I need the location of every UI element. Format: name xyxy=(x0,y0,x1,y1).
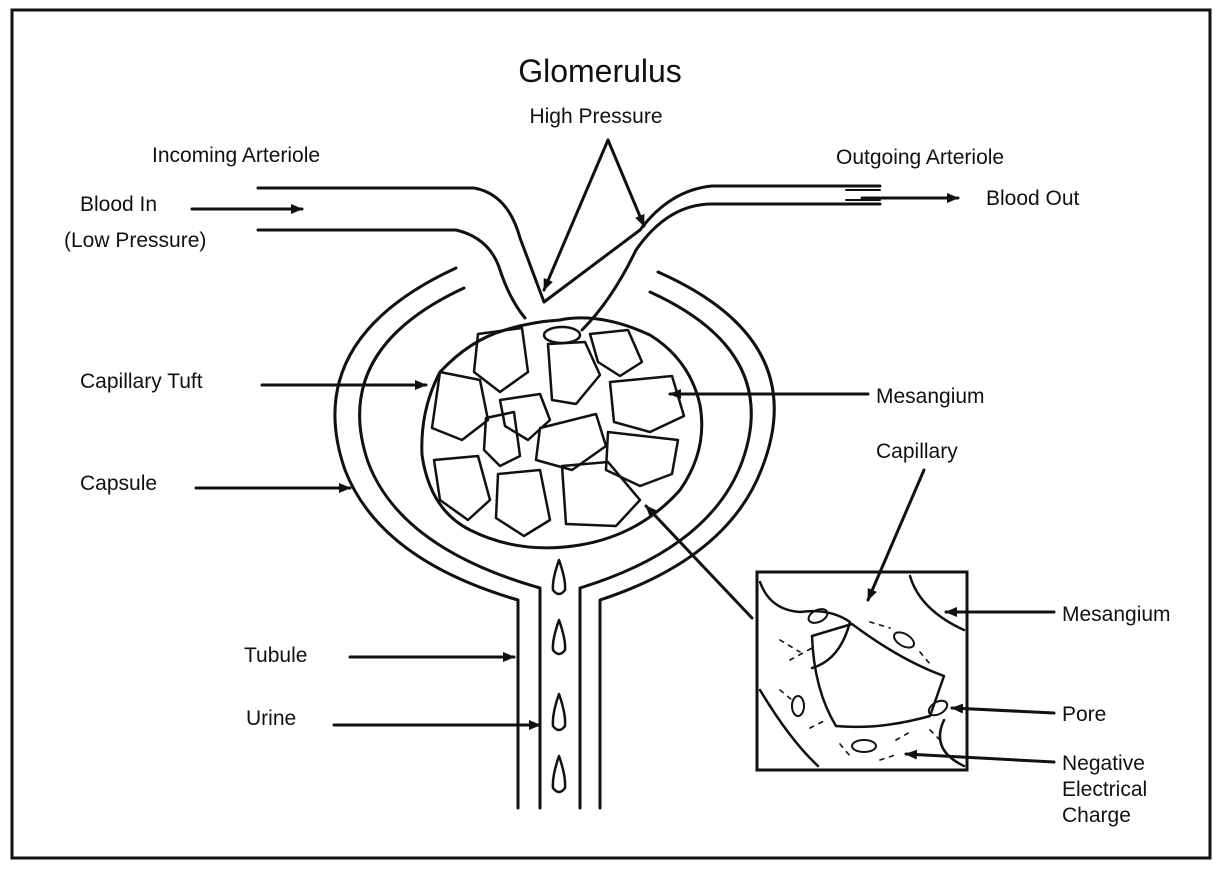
label-low-pressure: (Low Pressure) xyxy=(64,229,206,252)
label-mesangium: Mesangium xyxy=(876,385,985,408)
label-blood-in: Blood In xyxy=(80,193,157,216)
diagram-title: Glomerulus xyxy=(518,53,682,89)
label-capsule: Capsule xyxy=(80,472,157,495)
label-capillary-tuft: Capillary Tuft xyxy=(80,370,203,393)
label-capillary: Capillary xyxy=(876,440,958,463)
label-negative-line3: Charge xyxy=(1062,804,1131,827)
frame xyxy=(12,10,1210,858)
label-blood-out: Blood Out xyxy=(986,187,1080,210)
label-negative-line1: Negative xyxy=(1062,752,1145,775)
label-negative-line2: Electrical xyxy=(1062,778,1147,801)
label-high-pressure: High Pressure xyxy=(529,105,662,128)
label-urine: Urine xyxy=(246,707,296,730)
label-inset-mesangium: Mesangium xyxy=(1062,603,1171,626)
label-tubule: Tubule xyxy=(244,644,307,667)
label-outgoing-arteriole: Outgoing Arteriole xyxy=(836,146,1004,169)
label-incoming-arteriole: Incoming Arteriole xyxy=(152,144,320,167)
label-pore: Pore xyxy=(1062,703,1106,726)
capillary-inset xyxy=(757,572,967,770)
